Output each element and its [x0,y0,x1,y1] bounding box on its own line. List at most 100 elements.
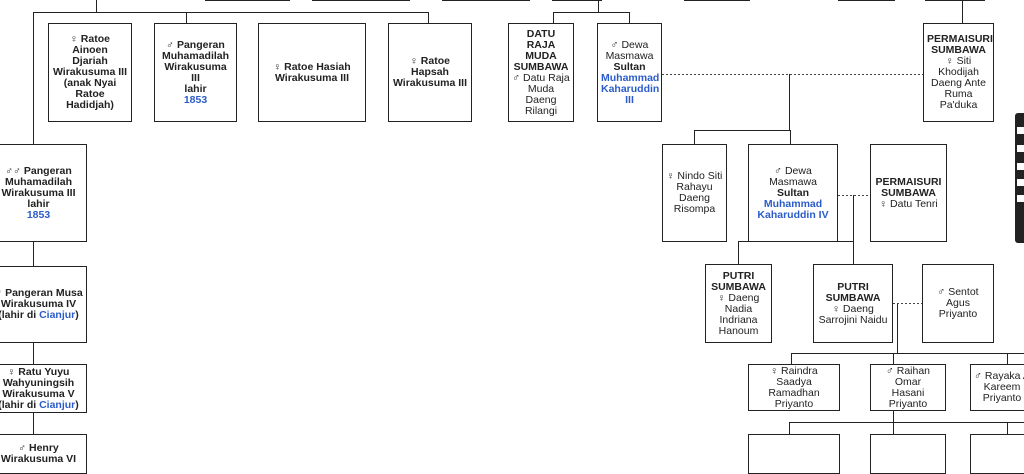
person-line: Sultan [613,60,646,73]
person-line: Kaharuddin [601,82,660,95]
person-line: PUTRI [722,269,755,282]
person-line: Muhamadilah [4,175,73,188]
person-line: Khodijah [938,66,979,78]
person-line: Rilangi [524,104,558,117]
person-card[interactable] [870,434,946,474]
person-line: Wirakusuma IV [0,298,77,310]
person-line: ♀ Ratu Yuyu [7,365,70,378]
person-line: Priyanto [938,308,978,320]
person-line: 1853 [183,93,208,106]
person-line: Priyanto [774,397,814,410]
zoom-in-icon[interactable] [1017,127,1024,134]
place-link[interactable]: Cianjur [39,309,76,321]
person-line: (lahir di Cianjur) [0,309,79,321]
person-card[interactable] [748,434,840,474]
person-line: Wirakusuma [164,60,227,73]
person-line: lahir [184,82,207,95]
person-line: Nadia [724,302,753,315]
person-line: ♂ Dewa Masmawa [769,164,817,188]
person-line: ♂♂ Pangeran [5,164,72,177]
person-line: Daeng [679,192,710,204]
person-card[interactable] [970,434,1024,474]
person-line: Ramadhan [768,386,820,399]
person-line: Masmawa [605,49,654,62]
person-line: DATU RAJA [526,27,556,51]
person-line: ♀ Siti [945,55,972,67]
person-line: Muhamadilah [161,49,230,62]
person-line: ♀ Ratoe Hasiah [273,60,351,73]
settings-icon[interactable] [1017,195,1024,202]
person-line: Kareem [983,381,1021,393]
person-line: Rahayu [676,181,713,193]
person-line: Hasani [891,386,925,399]
person-line: SUMBAWA [881,186,936,199]
person-line: ♀ Daeng [832,302,874,315]
person-line: ♂ Henry [18,442,59,454]
person-line: SUMBAWA [513,60,569,73]
person-line: Kaharuddin IV [757,208,829,221]
person-line: Wirakusuma III [274,71,349,84]
person-line: ♂ Datu Raja [512,71,570,84]
person-line: Ratoe [75,88,105,100]
person-line: Agus [946,297,970,309]
person-line: Hadidjah) [66,99,114,111]
person-line: ♀ Daeng [717,291,760,304]
place-link[interactable]: Cianjur [39,398,76,411]
person-line: PERMAISURI [927,33,993,45]
person-line: ♀ Nindo Siti [666,170,723,182]
reset-view-icon[interactable] [1017,163,1024,170]
person-line: PERMAISURI [875,175,942,188]
person-line: Djariah [72,55,108,67]
person-line: lahir [27,197,50,210]
person-line: ♂ Sentot [937,286,979,298]
person-line: III [625,93,634,106]
person-line: Pa'duka [939,99,978,111]
person-line: PUTRI [837,280,869,293]
person-line: Priyanto [888,397,928,410]
person-line: ♂ Rayaka A [974,370,1024,382]
person-line: SUMBAWA [711,280,766,293]
person-line: Muda Daeng [525,82,557,106]
person-line: Hanoum [718,324,759,337]
person-line: Wirakusuma VI [0,453,77,465]
person-line: Indriana [719,313,758,326]
person-line: Hapsah [411,66,449,78]
person-line: MUDA [525,49,557,62]
person-line: Sultan [776,186,810,199]
person-line: (anak Nyai [63,77,117,89]
person-line: Ruma [944,88,973,100]
person-card[interactable]: ♂ Rayaka AKareemPriyanto [970,364,1024,411]
person-line: Sarrojini Naidu [818,313,888,326]
person-line: ♀ Datu Tenri [879,197,938,210]
zoom-out-icon[interactable] [1017,145,1024,152]
person-line: ♀ Raindra Saadya [770,364,818,388]
person-line: III [191,71,200,84]
person-line: SUMBAWA [931,44,986,56]
person-line: ♀ Ratoe [410,55,450,67]
person-line: Wirakusuma V [2,387,75,400]
person-line: Muhammad [763,197,823,210]
side-toolbar [1015,113,1024,243]
document-icon[interactable] [1017,179,1024,186]
person-line: (lahir di Cianjur) [0,398,79,411]
